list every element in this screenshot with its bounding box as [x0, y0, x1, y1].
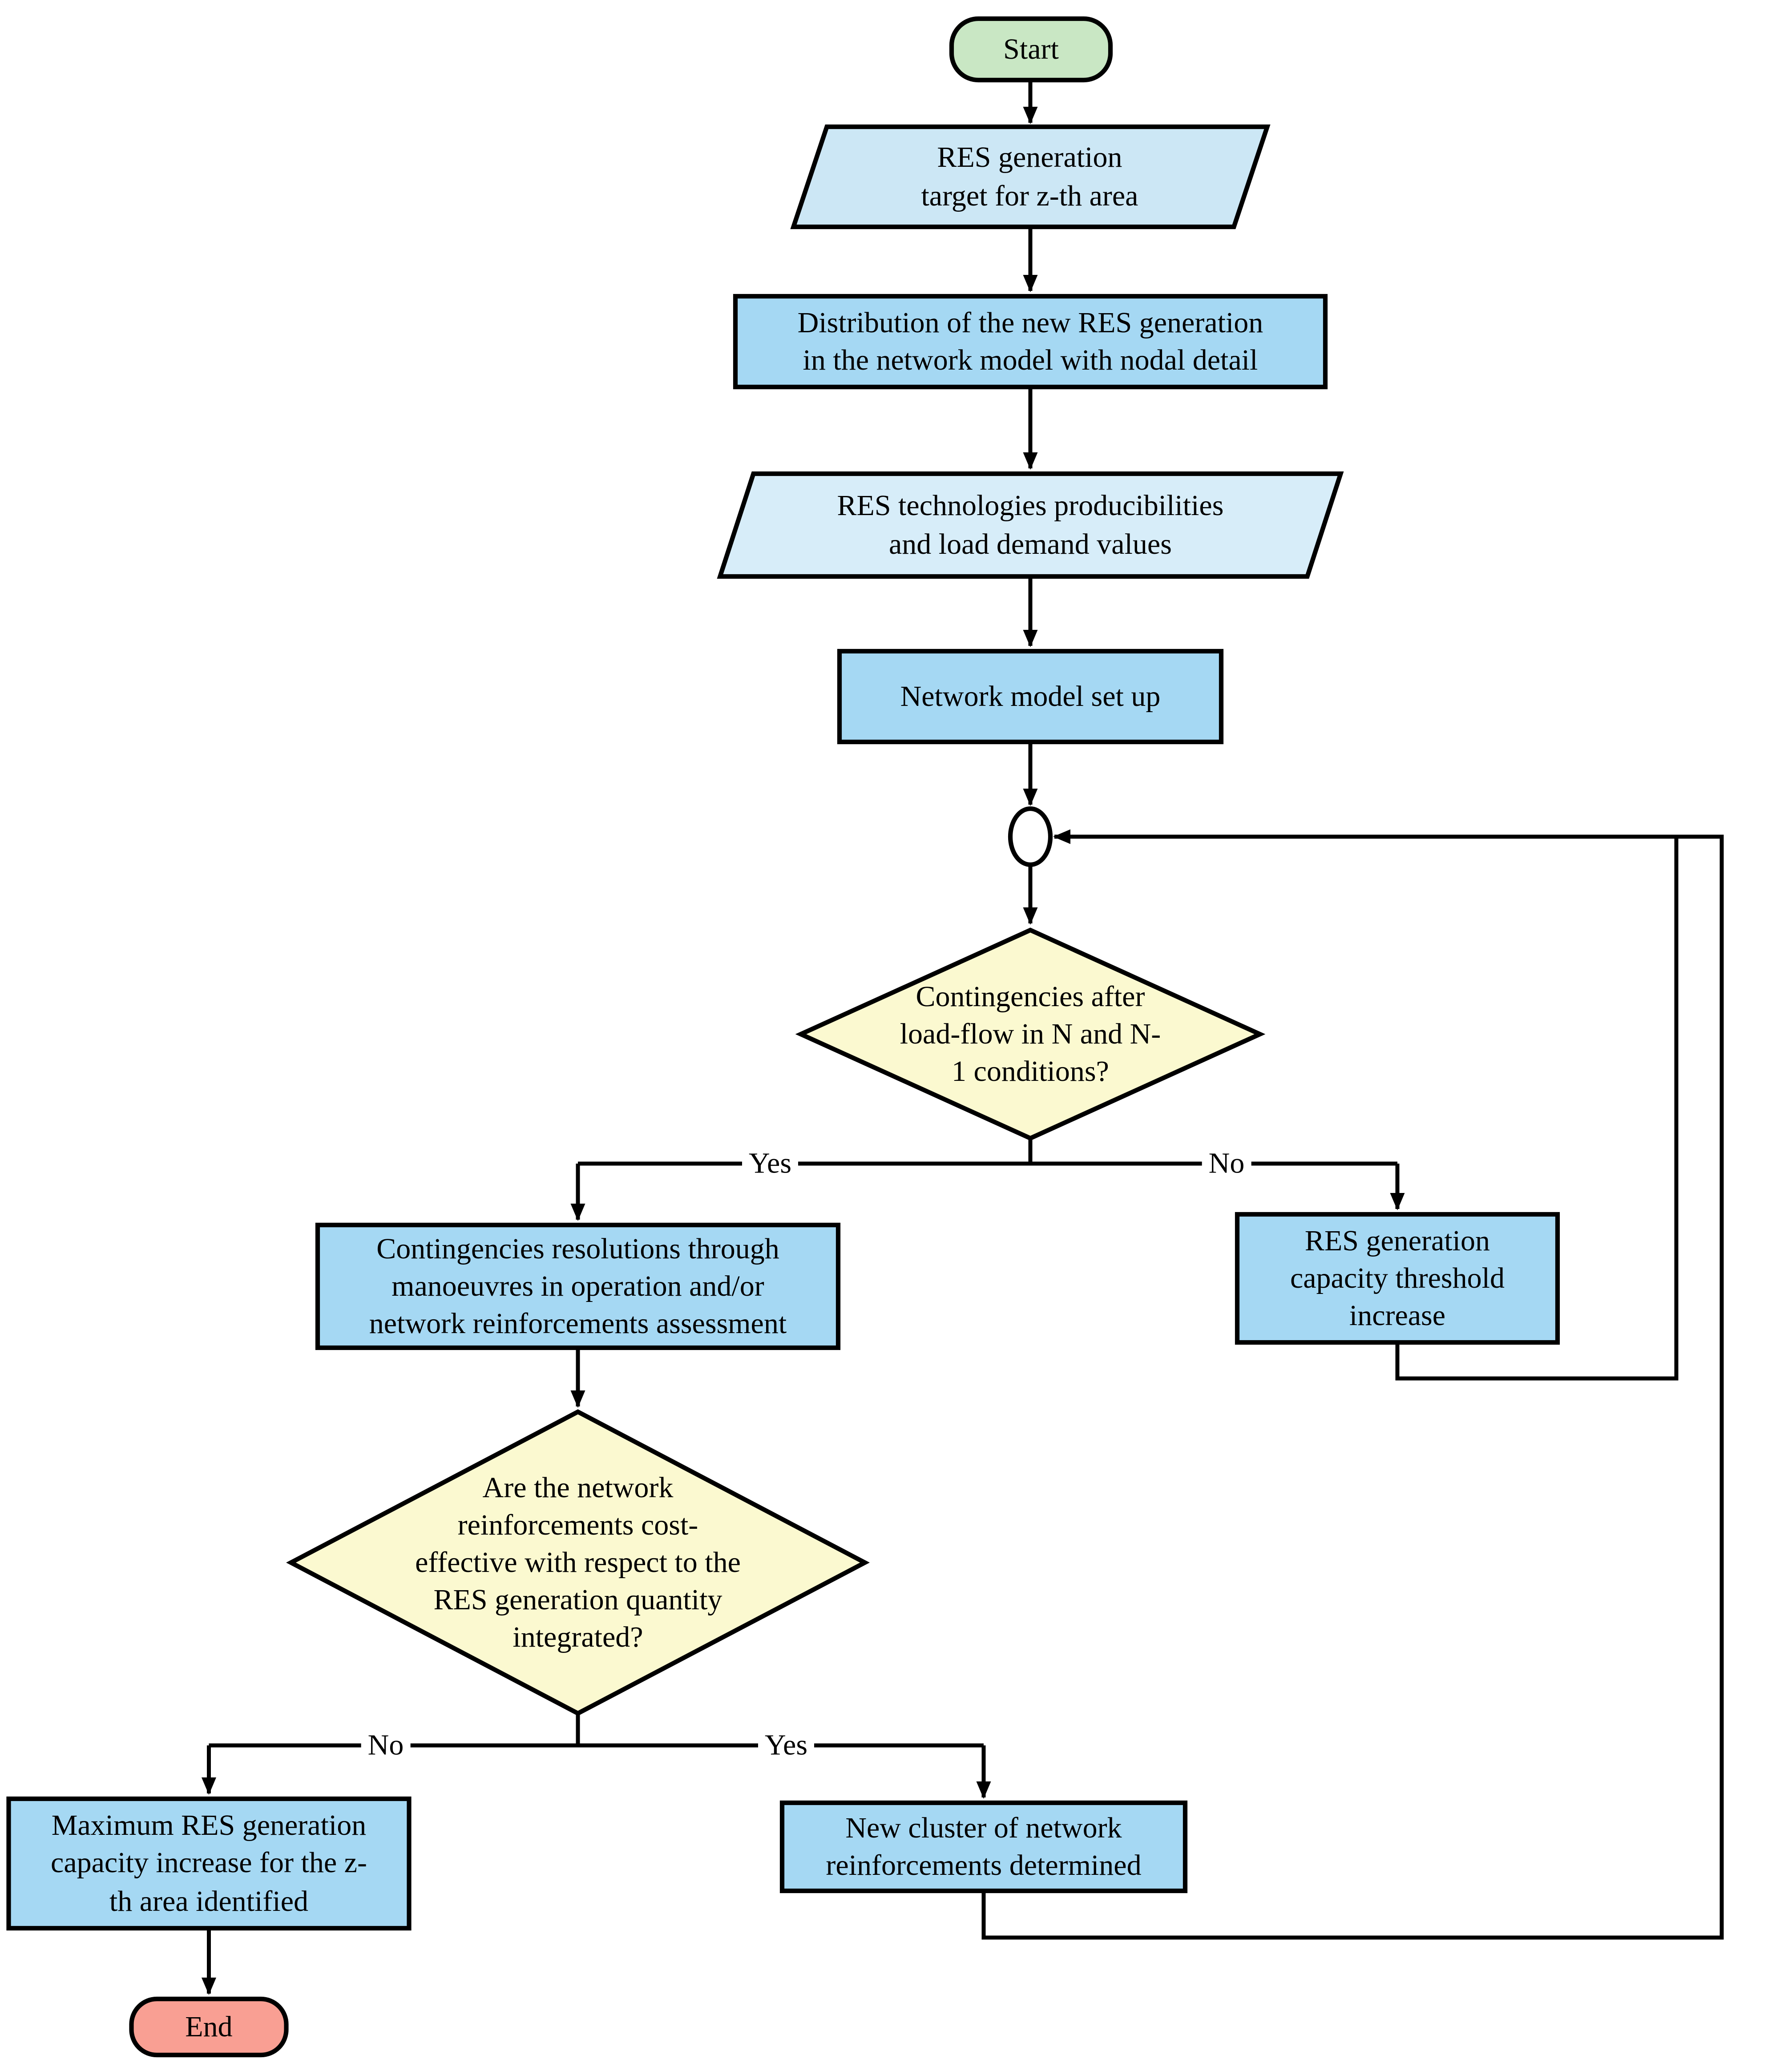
process-resolutions: [315, 1222, 841, 1350]
io-res-target: [790, 124, 1271, 230]
process-distribution: [733, 294, 1328, 390]
decision-contingencies: [795, 927, 1266, 1141]
terminator-end: [129, 1996, 289, 2058]
decision-cost-effective: [286, 1409, 870, 1716]
process-network-setup: [837, 649, 1224, 745]
io-producibilities: [717, 471, 1344, 579]
process-new-cluster: [779, 1800, 1188, 1894]
edge-threshold-loop: [1395, 837, 1679, 1381]
terminator-start: [949, 16, 1113, 83]
process-max-capacity: [6, 1796, 412, 1931]
edge-new-cluster-loop: [981, 829, 1724, 1940]
process-threshold: [1235, 1212, 1560, 1345]
junction-circle: [1008, 806, 1053, 867]
